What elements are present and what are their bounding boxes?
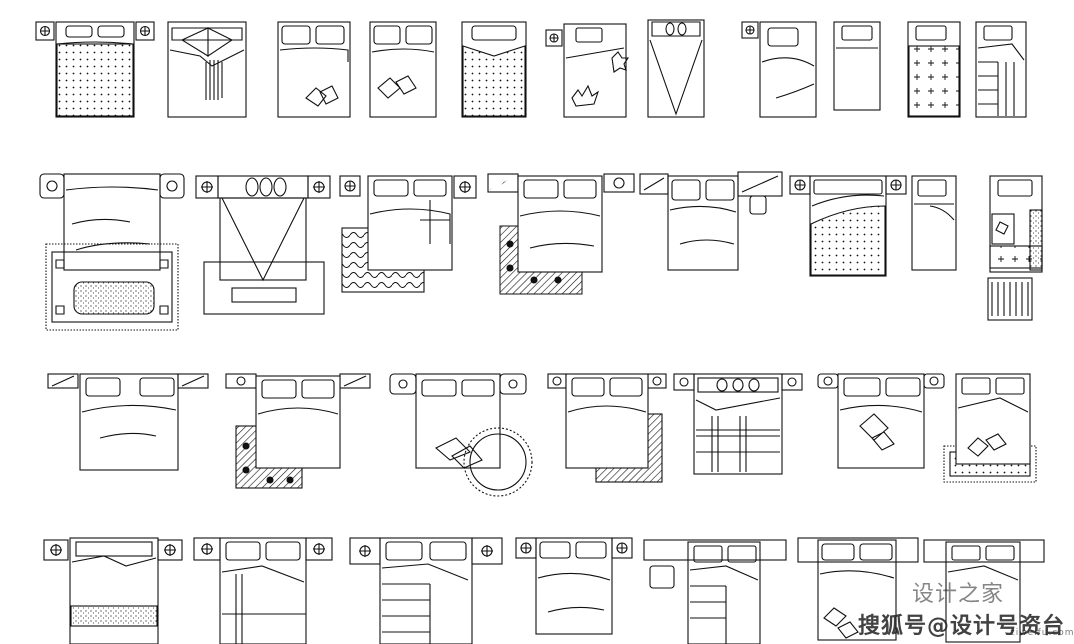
bed-block-icon bbox=[487, 173, 635, 295]
bed-block-icon bbox=[987, 175, 1043, 321]
bed-block-icon bbox=[225, 373, 371, 489]
watermark-bottom: 搜狐号@设计号资台 bbox=[858, 614, 1066, 639]
bed-row-1 bbox=[35, 19, 1027, 118]
bed-block-icon bbox=[349, 537, 503, 644]
bed-block-icon bbox=[639, 171, 783, 271]
bed-block-icon bbox=[389, 373, 533, 497]
bed-block-icon bbox=[35, 21, 155, 118]
bed-block-icon bbox=[545, 23, 630, 118]
bed-row-4 bbox=[43, 537, 1045, 644]
bed-block-icon bbox=[43, 537, 183, 644]
bed-block-icon bbox=[547, 373, 667, 483]
bed-block-icon bbox=[277, 21, 351, 118]
bed-block-icon bbox=[817, 373, 945, 469]
bed-block-icon bbox=[461, 21, 527, 118]
bed-block-icon bbox=[369, 21, 437, 118]
bed-block-icon bbox=[907, 21, 961, 118]
bed-block-icon bbox=[515, 537, 633, 635]
bed-row-2 bbox=[39, 171, 1043, 331]
bed-block-icon bbox=[797, 537, 919, 641]
bed-block-icon bbox=[647, 19, 705, 118]
bed-block-icon bbox=[911, 175, 957, 271]
bed-block-icon bbox=[47, 373, 209, 471]
watermark-site: ziweifu.com bbox=[1010, 628, 1074, 638]
bed-block-icon bbox=[923, 539, 1045, 643]
bed-block-icon bbox=[643, 539, 787, 644]
bed-block-icon bbox=[833, 21, 881, 111]
bed-row-3 bbox=[47, 373, 1037, 497]
bed-block-icon bbox=[193, 537, 333, 644]
bed-block-icon bbox=[789, 175, 907, 277]
bed-block-icon bbox=[673, 373, 803, 475]
bed-block-icon bbox=[741, 21, 817, 118]
bed-block-icon bbox=[975, 21, 1027, 118]
watermark-top: 设计之家 bbox=[912, 582, 1005, 607]
bed-block-icon bbox=[195, 175, 331, 315]
bed-block-icon bbox=[39, 173, 185, 331]
bed-block-icon bbox=[943, 373, 1037, 483]
bed-block-icon bbox=[167, 21, 247, 118]
bed-block-icon bbox=[339, 175, 477, 293]
